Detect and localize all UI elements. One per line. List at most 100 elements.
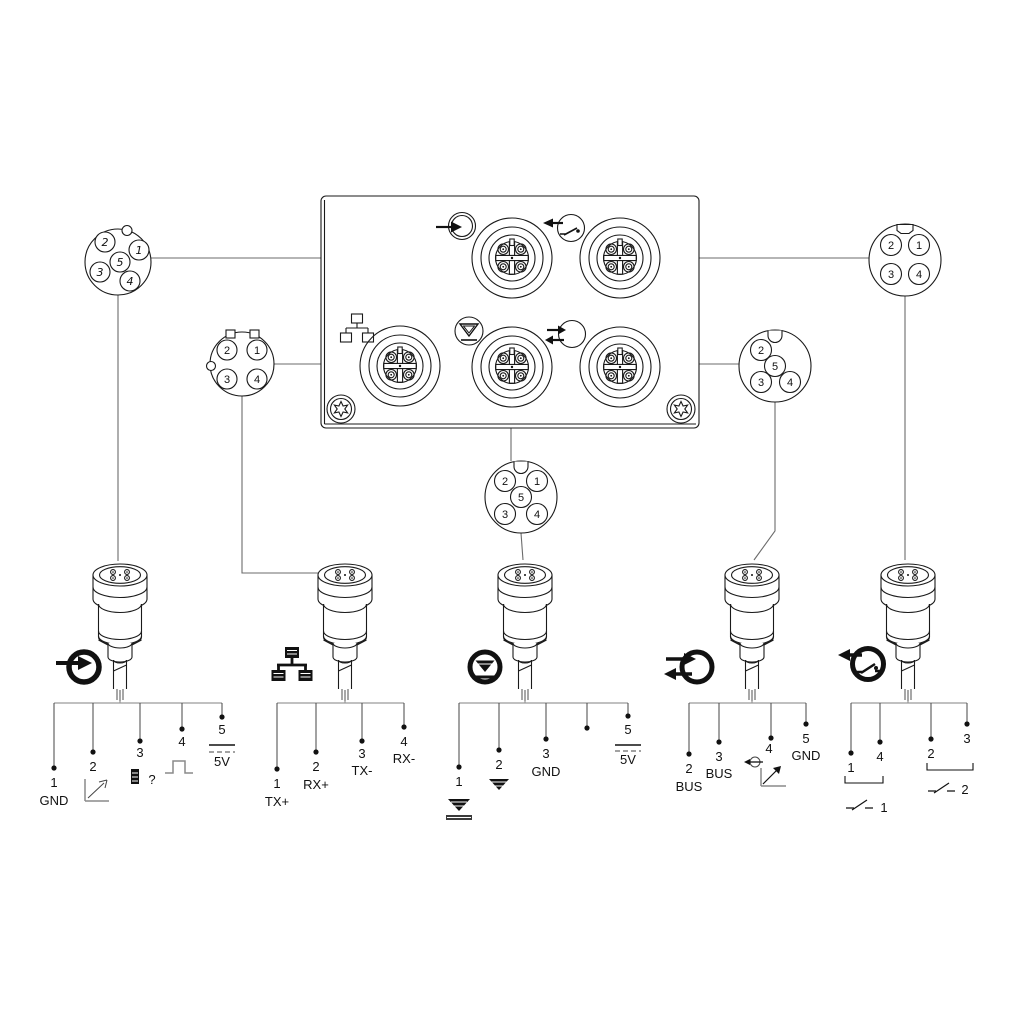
terminal-label: GND	[40, 793, 69, 808]
cable-connector-bus	[724, 563, 780, 702]
ethernet-icon	[339, 313, 375, 343]
terminal-pin: 2	[685, 761, 692, 776]
device-port-bus	[579, 326, 661, 408]
pin-number: 2	[102, 236, 109, 249]
switch-out-icon-bold	[838, 646, 886, 682]
pinout-power: 2 1 5 3 4	[84, 224, 152, 296]
contact-switch-icon-1	[846, 799, 873, 811]
dc-symbol	[615, 744, 641, 752]
terminal-label: TX+	[265, 794, 289, 809]
pinout-level: 2 1 5 3 4	[484, 460, 558, 534]
terminal-pin: 1	[847, 760, 854, 775]
terminal-pin: 1	[273, 776, 280, 791]
terminal-pin: 3	[963, 731, 970, 746]
pin-number: 4	[916, 269, 922, 281]
pin-number: 2	[224, 345, 230, 357]
terminal-label: RX+	[303, 777, 329, 792]
pulse-icon	[165, 760, 193, 774]
teach-icon	[744, 756, 786, 787]
line-midpins-to-cable	[520, 532, 524, 561]
terminal-pin: 3	[715, 749, 722, 764]
torx-screw-right	[666, 394, 696, 424]
ethernet-icon-bold	[271, 647, 313, 681]
device-port-switch-out	[579, 217, 661, 299]
terminal-pin: 5	[624, 722, 631, 737]
program-question-label: ?	[148, 772, 155, 787]
terminal-label: BUS	[676, 779, 703, 794]
ramp-icon	[84, 779, 109, 802]
pin-number: 1	[534, 476, 540, 488]
program-icon	[131, 769, 139, 784]
pin-number: 3	[97, 266, 104, 279]
pin-number: 1	[254, 345, 260, 357]
pinout-relay: 2 1 3 4	[868, 223, 942, 297]
pin-number: 2	[758, 345, 764, 357]
terminal-pin: 2	[495, 757, 502, 772]
terminal-pin: 4	[765, 741, 772, 756]
terminal-label: RX-	[393, 751, 415, 766]
fan-bus: 2 BUS 3 BUS 4 5 GND	[676, 694, 821, 794]
level-icon-bold	[467, 649, 503, 685]
pin-number: 5	[518, 492, 524, 504]
power-in-icon	[436, 211, 477, 241]
pin-number: 4	[254, 374, 260, 386]
pin-number: 3	[502, 509, 508, 521]
bus-io-icon-bold	[664, 649, 715, 685]
terminal-label: GND	[532, 764, 561, 779]
pin-number: 1	[916, 240, 922, 252]
device-port-power	[471, 217, 553, 299]
terminal-pin: 5	[802, 731, 809, 746]
terminal-pin: 4	[400, 734, 407, 749]
terminal-pin: 2	[89, 759, 96, 774]
pin-number: 4	[534, 509, 540, 521]
terminal-pin: 4	[178, 734, 185, 749]
device-housing	[320, 195, 700, 429]
device-edge-detail	[323, 200, 696, 425]
terminal-pin: 2	[312, 759, 319, 774]
cable-connector-ethernet	[317, 563, 373, 702]
pin-number: 3	[224, 374, 230, 386]
fan-power: 1 GND 2 3 ? 4 5 5V	[40, 694, 235, 808]
bus-io-icon	[545, 319, 587, 349]
contact-bracket-1	[844, 776, 884, 784]
terminal-pin: 2	[927, 746, 934, 761]
dc-symbol	[209, 744, 235, 753]
terminal-label: TX-	[352, 763, 373, 778]
contact-label: 1	[880, 800, 887, 815]
pinout-ethernet: 2 1 3 4	[205, 329, 275, 397]
pin-number: 3	[758, 377, 764, 389]
terminal-label: GND	[792, 748, 821, 763]
pin-number: 4	[127, 275, 134, 288]
fan-relay: 1 4 2 3 1 2	[844, 694, 974, 815]
device-port-ethernet	[359, 325, 441, 407]
pinout-bus: 2 5 3 4	[738, 329, 812, 403]
pin-number: 4	[787, 377, 793, 389]
cable-connector-level	[497, 563, 553, 702]
contact-switch-icon-2	[928, 782, 955, 794]
terminal-pin: 5	[218, 722, 225, 737]
cable-connector-relay	[880, 563, 936, 702]
pin-number: 5	[772, 361, 778, 373]
terminal-pin: 3	[136, 745, 143, 760]
switch-out-icon	[543, 213, 586, 243]
pin-number: 2	[502, 476, 508, 488]
terminal-label: BUS	[706, 766, 733, 781]
voltage-label: 5V	[620, 752, 636, 767]
level-full-icon	[446, 799, 472, 820]
power-in-icon-bold	[56, 649, 102, 685]
voltage-label: 5V	[214, 754, 230, 769]
pin-number: 3	[888, 269, 894, 281]
line-rmpins-to-cable	[753, 402, 776, 561]
pin-number: 2	[888, 240, 894, 252]
fan-ethernet: 1 TX+ 2 RX+ 3 TX- 4 RX-	[265, 694, 415, 809]
fan-level: 1 2 3 GND 5 5V	[446, 694, 641, 820]
terminal-pin: 3	[358, 746, 365, 761]
terminal-pin: 4	[876, 749, 883, 764]
level-icon	[454, 316, 484, 346]
terminal-pin: 1	[455, 774, 462, 789]
line-ethpins-to-cable	[241, 396, 319, 574]
device-port-level	[471, 326, 553, 408]
cable-connector-power	[92, 563, 148, 702]
pin-number: 1	[136, 244, 143, 257]
